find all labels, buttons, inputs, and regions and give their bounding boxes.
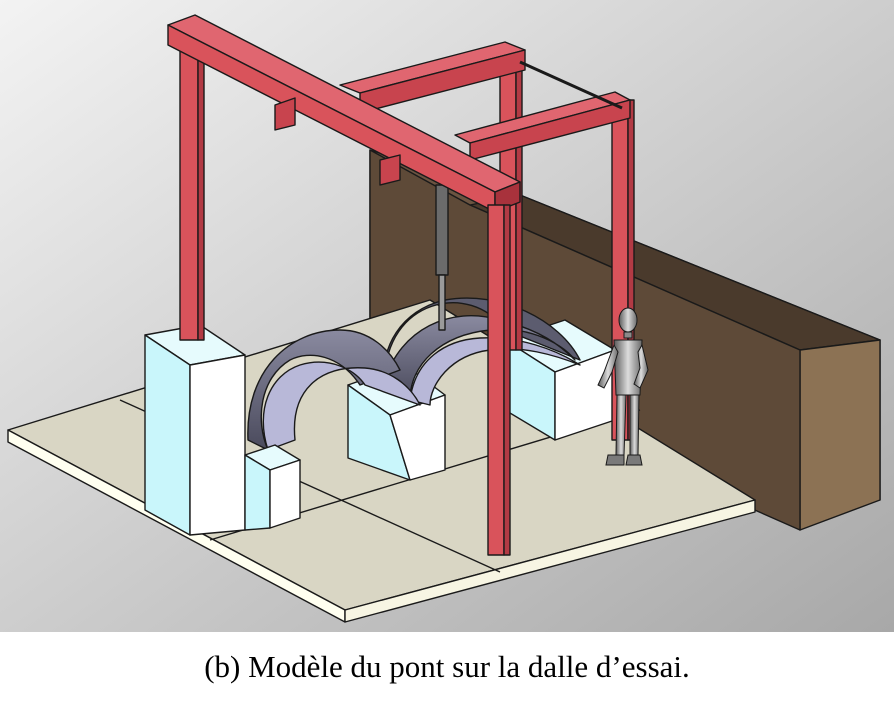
arch-span-front (247, 329, 421, 451)
hydraulic-jack (435, 184, 449, 331)
abutment-front-left (144, 324, 301, 536)
portal-beams (167, 14, 631, 213)
arch-span-rear (383, 297, 581, 406)
test-slab-3d-model (0, 0, 894, 632)
portal-column-front (487, 204, 511, 556)
figure-caption: (b) Modèle du pont sur la dalle d’essai. (204, 649, 690, 684)
mannequin (597, 307, 649, 466)
tie-rod (519, 60, 623, 110)
model-canvas (0, 0, 894, 632)
